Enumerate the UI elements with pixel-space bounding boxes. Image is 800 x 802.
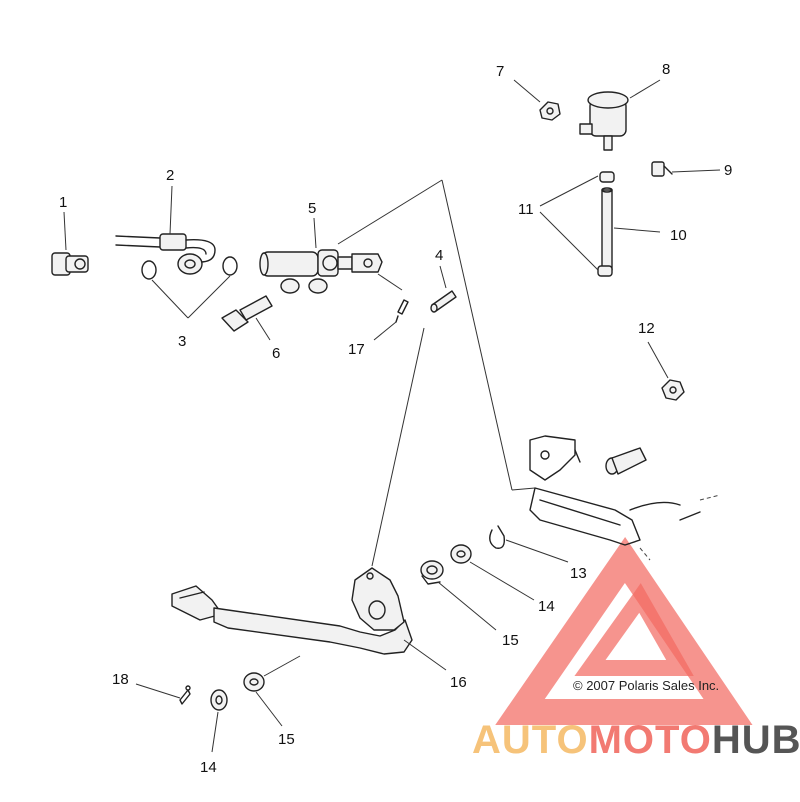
part-1-banjo-bolt bbox=[51, 252, 89, 276]
callout-15-lower: 15 bbox=[278, 731, 295, 748]
part-14-washer-upper bbox=[450, 544, 472, 564]
part-10-reservoir-hose bbox=[601, 187, 613, 271]
part-16-brake-pedal bbox=[171, 567, 413, 655]
callout-15-upper: 15 bbox=[502, 632, 519, 649]
part-3-sealing-washers bbox=[141, 256, 238, 280]
callout-2: 2 bbox=[166, 167, 174, 184]
callout-14-upper: 14 bbox=[538, 598, 555, 615]
callout-1: 1 bbox=[59, 194, 67, 211]
part-2-brake-line bbox=[115, 233, 216, 275]
part-15-bushing-lower bbox=[243, 672, 265, 692]
callout-7: 7 bbox=[496, 63, 504, 80]
callout-labels: 1 2 3 4 5 6 7 8 9 10 11 12 13 14 15 16 1… bbox=[59, 61, 732, 776]
callout-12: 12 bbox=[638, 320, 655, 337]
part-5-master-cylinder bbox=[259, 249, 383, 294]
leader-lines bbox=[63, 79, 721, 753]
watermark-text: AUTOMOTOHUB bbox=[472, 718, 800, 762]
part-8-reservoir bbox=[579, 91, 629, 151]
callout-8: 8 bbox=[662, 61, 670, 78]
callout-13: 13 bbox=[570, 565, 587, 582]
watermark-text-moto: MOTO bbox=[589, 718, 712, 762]
callout-17: 17 bbox=[348, 341, 365, 358]
watermark-text-auto: AUTO bbox=[472, 718, 589, 762]
part-6-bolt bbox=[221, 295, 273, 332]
callout-3: 3 bbox=[178, 333, 186, 350]
callout-6: 6 bbox=[272, 345, 280, 362]
part-14-washer-lower bbox=[210, 689, 228, 711]
callout-4: 4 bbox=[435, 247, 443, 264]
logo-outer-triangle bbox=[495, 536, 753, 725]
callout-5: 5 bbox=[308, 200, 316, 217]
part-11-hose-clamps bbox=[597, 171, 615, 277]
part-4-clevis-pin bbox=[430, 290, 457, 313]
watermark-text-hub: HUB bbox=[712, 718, 800, 762]
callout-10: 10 bbox=[670, 227, 687, 244]
callout-14-lower: 14 bbox=[200, 759, 217, 776]
callout-9: 9 bbox=[724, 162, 732, 179]
frame-bracket bbox=[529, 435, 721, 561]
logo-inner-triangle bbox=[574, 583, 694, 676]
watermark-logo bbox=[495, 536, 753, 725]
part-9-screw bbox=[651, 161, 673, 177]
part-12-nut bbox=[661, 379, 685, 401]
part-18-cotter-pin bbox=[179, 685, 191, 705]
copyright-notice: © 2007 Polaris Sales Inc. bbox=[573, 678, 719, 693]
part-15-bushing-upper bbox=[420, 560, 444, 585]
part-13-spring-clip bbox=[489, 525, 506, 549]
callout-11: 11 bbox=[518, 201, 534, 218]
part-17-cotter-pin bbox=[395, 299, 409, 323]
part-7-nut bbox=[539, 101, 561, 121]
callout-16: 16 bbox=[450, 674, 467, 691]
callout-18: 18 bbox=[112, 671, 129, 688]
